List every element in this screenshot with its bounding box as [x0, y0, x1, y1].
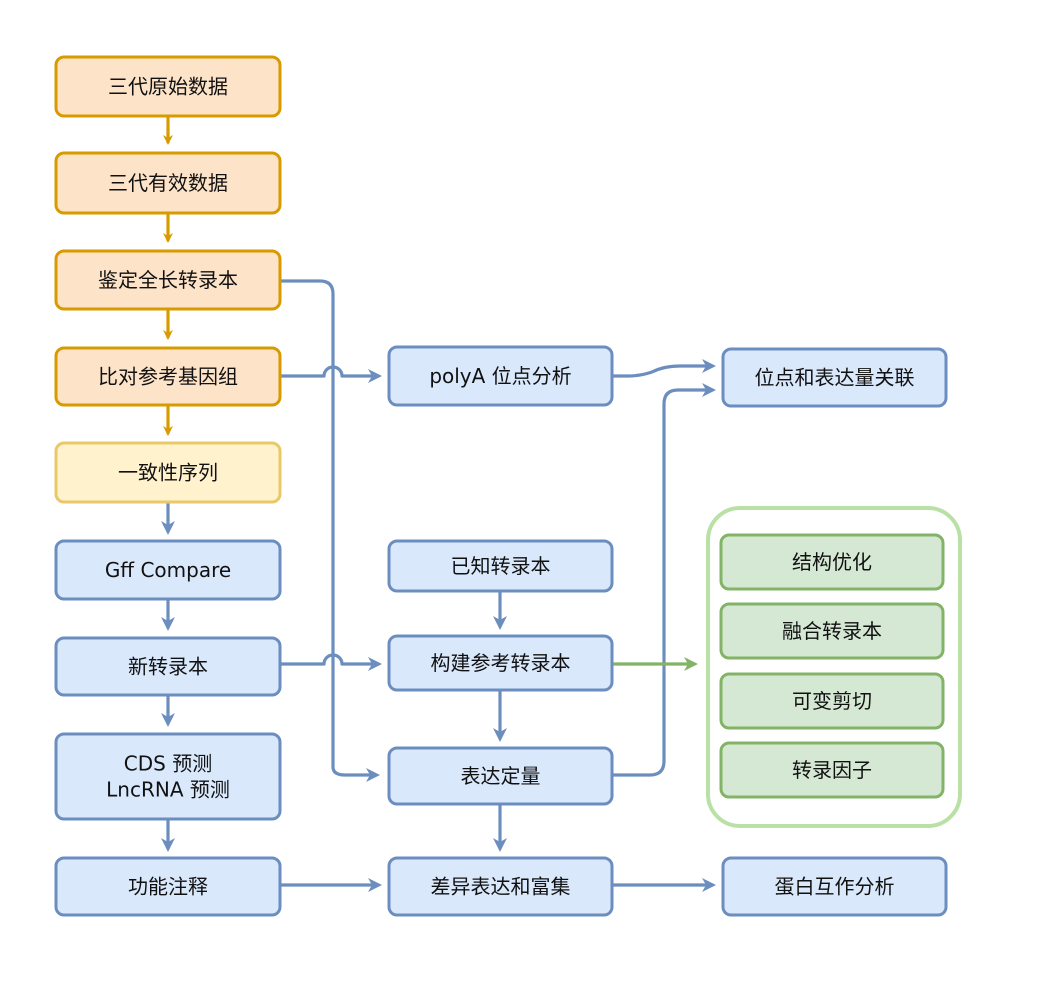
- node-gff-compare: Gff Compare: [54, 539, 282, 601]
- edge-polya-to-site: [610, 359, 716, 378]
- node-new-transcript: 新转录本: [54, 636, 282, 697]
- node-label: 转录因子: [792, 758, 872, 782]
- node-box: [54, 55, 282, 118]
- node-label: LncRNA 预测: [106, 778, 230, 802]
- node-box: [721, 856, 948, 917]
- node-fusion: 融合转录本: [719, 602, 945, 660]
- edge-quant-to-site: [610, 383, 716, 777]
- node-label: 可变剪切: [792, 689, 872, 713]
- node-label: 表达定量: [461, 764, 541, 788]
- node-label: 功能注释: [128, 875, 208, 899]
- node-diff-expr: 差异表达和富集: [387, 856, 614, 917]
- node-box: [387, 345, 614, 407]
- node-box: [387, 856, 614, 917]
- node-valid-data: 三代有效数据: [54, 151, 282, 215]
- node-box: [54, 856, 282, 917]
- node-box: [719, 602, 945, 660]
- node-protein-interact: 蛋白互作分析: [721, 856, 948, 917]
- node-box: [54, 151, 282, 215]
- node-box: [719, 533, 945, 591]
- edge-align-to-polya: [278, 365, 382, 383]
- node-label: 三代原始数据: [108, 75, 228, 99]
- node-label: 鉴定全长转录本: [98, 268, 238, 292]
- node-label: 新转录本: [128, 655, 208, 679]
- node-label: 融合转录本: [782, 619, 882, 643]
- node-func-annot: 功能注释: [54, 856, 282, 917]
- node-box: [387, 634, 614, 692]
- node-box: [719, 672, 945, 730]
- node-build-ref: 构建参考转录本: [387, 634, 614, 692]
- node-label: 一致性序列: [118, 461, 218, 485]
- node-label: 位点和表达量关联: [755, 366, 915, 390]
- node-box: [387, 539, 614, 593]
- node-label: 蛋白互作分析: [775, 875, 895, 899]
- node-struct-opt: 结构优化: [719, 533, 945, 591]
- node-box: [54, 346, 282, 407]
- node-label: 构建参考转录本: [431, 651, 571, 675]
- node-box: [719, 741, 945, 799]
- node-full-length: 鉴定全长转录本: [54, 249, 282, 311]
- node-box: [54, 249, 282, 311]
- edge-fulllength-to-quant: [278, 279, 380, 782]
- node-label: Gff Compare: [105, 558, 231, 582]
- node-alt-splice: 可变剪切: [719, 672, 945, 730]
- node-consensus: 一致性序列: [54, 441, 282, 504]
- node-box: [54, 732, 282, 821]
- node-expr-quant: 表达定量: [387, 746, 614, 806]
- node-polya: polyA 位点分析: [387, 345, 614, 407]
- node-site-expr: 位点和表达量关联: [721, 347, 948, 408]
- node-known-transcript: 已知转录本: [387, 539, 614, 593]
- node-box: [54, 441, 282, 504]
- node-box: [387, 746, 614, 806]
- node-label: 差异表达和富集: [431, 875, 571, 899]
- node-label: 已知转录本: [451, 554, 551, 578]
- node-box: [721, 347, 948, 408]
- node-label: CDS 预测: [124, 752, 212, 776]
- node-tf: 转录因子: [719, 741, 945, 799]
- node-raw-data: 三代原始数据: [54, 55, 282, 118]
- node-label: 三代有效数据: [108, 171, 228, 195]
- node-label: 结构优化: [792, 550, 872, 574]
- node-label: 比对参考基因组: [98, 365, 238, 389]
- node-label: polyA 位点分析: [429, 364, 571, 388]
- node-align-ref: 比对参考基因组: [54, 346, 282, 407]
- edge-new-to-buildref: [278, 653, 382, 671]
- node-box: [54, 539, 282, 601]
- node-box: [54, 636, 282, 697]
